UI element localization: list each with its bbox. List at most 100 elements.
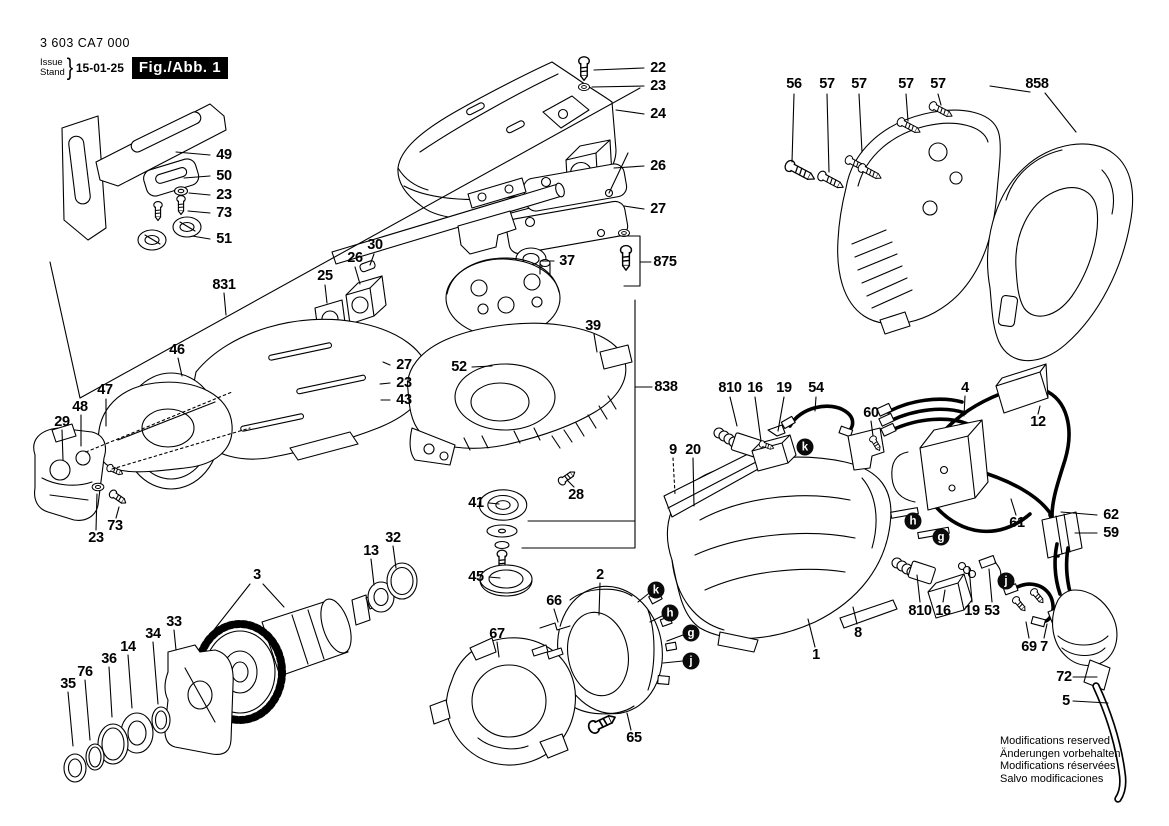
callout-45: 45 (468, 569, 484, 585)
callout-46: 46 (169, 342, 185, 358)
handle-shell-right (987, 143, 1134, 362)
leader-line (1060, 511, 1098, 516)
leader-line (67, 691, 74, 747)
callout-66: 66 (546, 593, 562, 609)
leader-line (989, 85, 1031, 93)
leader-line (1072, 700, 1109, 704)
callout-24: 24 (650, 106, 666, 122)
callout-57: 57 (930, 76, 946, 92)
callout-72: 72 (1056, 669, 1072, 685)
leader-line (324, 284, 328, 304)
modifications-note: Modifications reserved Änderungen vorbeh… (1000, 735, 1120, 785)
screw-22-and-washer-23 (578, 56, 590, 92)
leader-line (496, 641, 500, 658)
leader-line (858, 93, 863, 153)
modifications-line-fr: Modifications réservées (1000, 760, 1116, 772)
callout-39: 39 (585, 318, 601, 334)
callout-73: 73 (216, 205, 232, 221)
issue-stand-label: Issue Stand (40, 56, 65, 78)
callout-59: 59 (1103, 525, 1119, 541)
leader-line (1044, 92, 1077, 133)
leader-line (183, 175, 211, 179)
gear-wheel-group (445, 247, 561, 388)
marker-k: k (796, 438, 814, 456)
leader-line (791, 93, 795, 163)
leader-line (191, 235, 211, 240)
leader-line (593, 333, 598, 353)
leader-line (354, 266, 361, 285)
leader-line (49, 87, 641, 399)
callout-23: 23 (88, 530, 104, 546)
callout-57: 57 (851, 76, 867, 92)
callout-60: 60 (863, 405, 879, 421)
leader-line (988, 568, 993, 603)
leader-line (85, 391, 233, 453)
protection-hood (79, 381, 233, 478)
callout-5: 5 (1062, 693, 1070, 709)
callout-43: 43 (396, 392, 412, 408)
stator-group (557, 585, 678, 736)
figure-label: Fig./Abb. 1 (131, 57, 229, 79)
armature-group (194, 562, 418, 724)
callout-47: 47 (97, 382, 113, 398)
leader-line (692, 457, 695, 507)
leader-line (187, 210, 211, 214)
callout-73: 73 (107, 518, 123, 534)
leader-line (905, 93, 909, 122)
callout-2: 2 (596, 567, 604, 583)
leader-line (937, 93, 942, 106)
callout-36: 36 (101, 651, 117, 667)
callout-50: 50 (216, 168, 232, 184)
callout-51: 51 (216, 231, 232, 247)
shoe-bracket-assembly (61, 103, 227, 251)
callout-37: 37 (559, 253, 575, 269)
leader-line (488, 576, 501, 579)
leader-line (173, 629, 177, 651)
leader-line (379, 382, 391, 385)
leader-line (666, 634, 684, 642)
issue-date: 15-01-25 (75, 61, 124, 75)
brace-glyph: } (66, 54, 74, 81)
callout-3: 3 (253, 567, 261, 583)
leader-line (814, 396, 817, 412)
leader-line (807, 618, 816, 648)
callout-25: 25 (317, 268, 333, 284)
leader-line (188, 192, 211, 196)
leader-line (968, 566, 973, 603)
marker-j: j (997, 572, 1015, 590)
motor-housing-shell-left (837, 109, 1001, 335)
leader-line (84, 679, 91, 741)
leader-line (672, 457, 676, 495)
callout-810: 810 (718, 380, 742, 396)
leader-line (826, 93, 830, 173)
callout-32: 32 (385, 530, 401, 546)
leader-line (593, 67, 645, 71)
callout-54: 54 (808, 380, 824, 396)
callout-49: 49 (216, 147, 232, 163)
leader-line (852, 606, 858, 625)
callout-57: 57 (819, 76, 835, 92)
callout-19: 19 (964, 603, 980, 619)
leader-line (870, 420, 874, 437)
leader-line (553, 608, 559, 623)
callout-57: 57 (898, 76, 914, 92)
marker-g: g (932, 528, 950, 546)
callout-35: 35 (60, 676, 76, 692)
leader-line (382, 361, 391, 366)
leader-line (488, 502, 500, 505)
leader-line (1025, 621, 1030, 639)
leader-line (205, 583, 251, 641)
leader-line (916, 574, 921, 603)
callout-52: 52 (451, 359, 467, 375)
callout-8: 8 (854, 625, 862, 641)
callout-34: 34 (145, 626, 161, 642)
leader-line (591, 85, 645, 88)
document-number: 3 603 CA7 000 (40, 36, 130, 50)
armature-washers-group (63, 644, 234, 783)
callout-53: 53 (984, 603, 1000, 619)
label-strip (839, 599, 898, 629)
leader-line (777, 396, 785, 432)
callout-61: 61 (1009, 515, 1025, 531)
callout-831: 831 (212, 277, 236, 293)
